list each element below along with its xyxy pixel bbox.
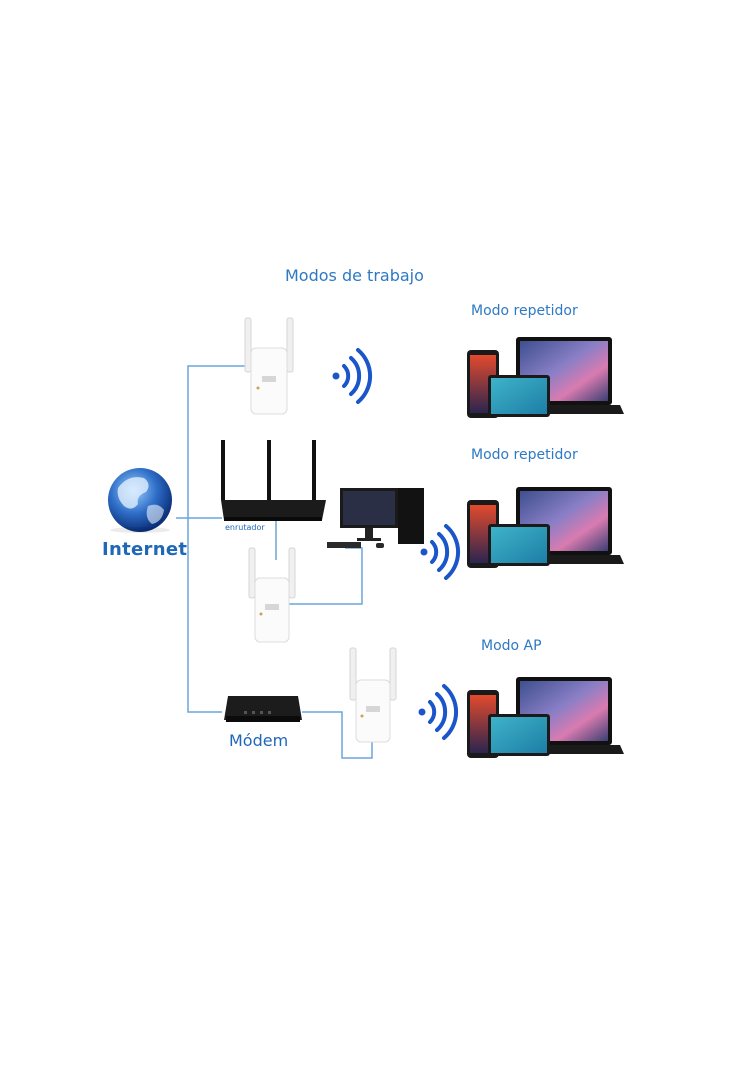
- router-label: enrutador: [225, 523, 265, 532]
- router-icon: [221, 440, 326, 521]
- diagram-title: Modos de trabajo: [285, 266, 424, 285]
- mode-label-repeater-1: Modo repetidor: [471, 303, 578, 319]
- wifi-signal-icon-1: [332, 348, 373, 404]
- wifi-extender-top-icon: [244, 317, 294, 415]
- wifi-extender-bottom-icon: [349, 647, 397, 743]
- desktop-computer-icon: [327, 488, 424, 548]
- wifi-signal-icon-2: [420, 524, 461, 580]
- mode-label-ap: Modo AP: [481, 638, 542, 654]
- modem-icon: [224, 696, 302, 722]
- devices-group-3-icon: [467, 677, 624, 758]
- devices-group-2-icon: [467, 487, 624, 568]
- mode-label-repeater-2: Modo repetidor: [471, 447, 578, 463]
- wifi-extender-middle-icon: [248, 547, 296, 643]
- internet-label: Internet: [102, 539, 188, 560]
- internet-globe-icon: [108, 468, 172, 533]
- wifi-signal-icon-3: [418, 684, 459, 740]
- devices-group-1-icon: [467, 337, 624, 418]
- modem-label: Módem: [229, 731, 289, 750]
